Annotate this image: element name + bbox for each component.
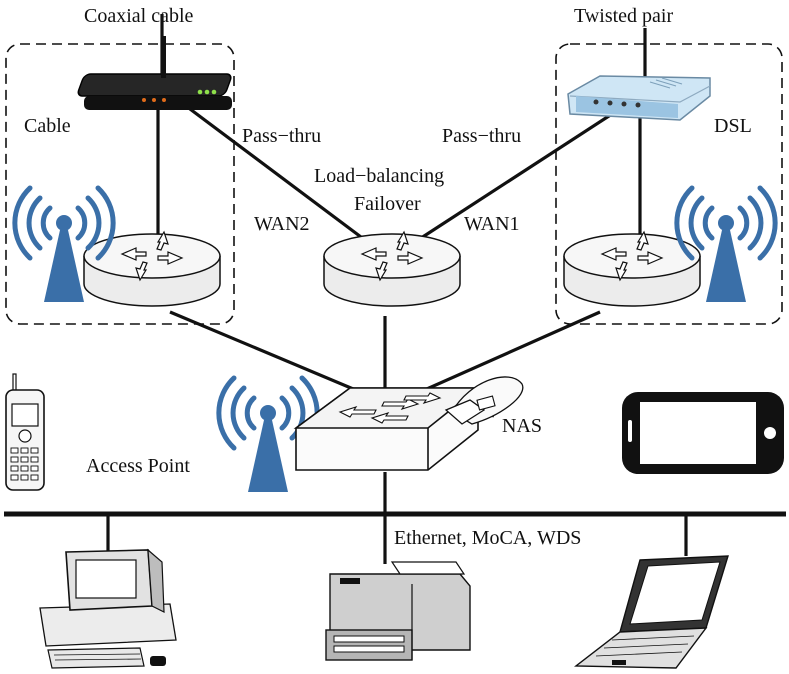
cable-label: Cable (24, 115, 71, 137)
switch-icon (293, 387, 481, 471)
desktop-computer-icon (39, 548, 177, 669)
connection-lines (106, 14, 688, 564)
access-point-label: Access Point (86, 455, 190, 477)
cell-phone-icon (5, 373, 45, 491)
smartphone-icon (622, 392, 784, 474)
printer-icon (325, 561, 471, 661)
wan2-label: WAN2 (254, 213, 310, 235)
cable-modem-icon (77, 36, 232, 110)
router-icon (324, 232, 460, 306)
pass-thru-right-label: Pass−thru (442, 125, 521, 147)
pass-thru-left-label: Pass−thru (242, 125, 321, 147)
failover-label: Failover (354, 193, 421, 215)
wan1-label: WAN1 (464, 213, 520, 235)
load-balancing-label: Load−balancing (314, 165, 444, 187)
dsl-label: DSL (714, 115, 752, 137)
cable-isp-box (5, 43, 235, 325)
lan-media-label: Ethernet, MoCA, WDS (394, 527, 581, 549)
router-icon (84, 232, 220, 306)
dsl-isp-box (555, 43, 783, 325)
dsl-modem-icon (567, 75, 711, 121)
coaxial-cable-label: Coaxial cable (84, 5, 194, 27)
twisted-pair-label: Twisted pair (574, 5, 673, 27)
nas-icon (444, 376, 524, 425)
laptop-icon (574, 555, 729, 669)
nas-label: NAS (502, 415, 542, 437)
